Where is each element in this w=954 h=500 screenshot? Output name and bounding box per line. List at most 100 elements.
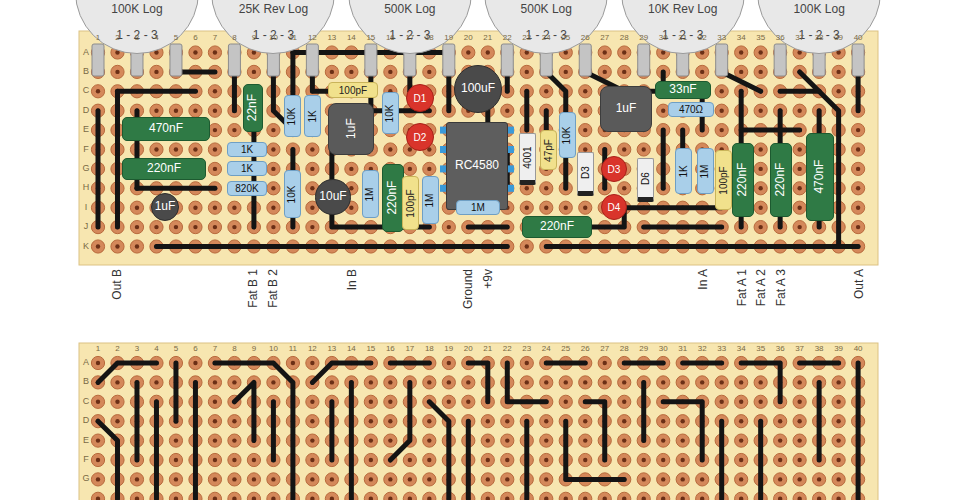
column-number: 38 — [815, 345, 824, 354]
drill-hole — [700, 70, 704, 74]
copper-pad — [774, 415, 787, 428]
jumper-wire — [429, 402, 448, 499]
drill-hole — [739, 380, 743, 384]
drill-hole — [661, 458, 665, 462]
component-value: 470Ω — [679, 104, 703, 115]
drill-hole — [622, 497, 626, 500]
drill-hole — [797, 109, 801, 113]
copper-pad — [540, 182, 553, 195]
column-number: 4 — [154, 34, 158, 43]
ceramic-capacitor: 100pF — [402, 176, 419, 230]
copper-pad — [774, 434, 787, 447]
drill-hole — [447, 380, 451, 384]
copper-pad — [130, 221, 143, 234]
copper-pad — [559, 395, 572, 408]
drill-hole — [388, 419, 392, 423]
drill-hole — [154, 109, 158, 113]
film-capacitor: 470nF — [122, 117, 210, 141]
drill-hole — [252, 497, 256, 500]
copper-pad — [345, 162, 358, 175]
pads — [91, 46, 864, 500]
ceramic-capacitor: 100pF — [715, 150, 732, 210]
led: D1 — [406, 84, 434, 112]
copper-pad — [208, 143, 221, 156]
copper-pad — [735, 395, 748, 408]
drill-hole — [135, 225, 139, 229]
copper-pad — [384, 434, 397, 447]
drill-hole — [739, 477, 743, 481]
copper-pad — [228, 434, 241, 447]
drill-hole — [232, 497, 236, 500]
drill-hole — [856, 186, 860, 190]
drill-hole — [115, 400, 119, 404]
drill-hole — [758, 206, 762, 210]
drill-hole — [252, 477, 256, 481]
column-number: 6 — [193, 345, 197, 354]
film-capacitor: 220nF — [770, 143, 792, 217]
drill-hole — [271, 167, 275, 171]
drill-hole — [797, 400, 801, 404]
copper-pad — [715, 376, 728, 389]
drill-hole — [836, 497, 840, 500]
drill-hole — [700, 497, 704, 500]
column-number: 20 — [464, 34, 473, 43]
drill-hole — [427, 458, 431, 462]
column-number: 33 — [717, 34, 726, 43]
copper-pad — [267, 201, 280, 214]
copper-pad — [793, 143, 806, 156]
jumper-wire — [507, 363, 546, 402]
copper-pad — [579, 376, 592, 389]
drill-hole — [836, 400, 840, 404]
drill-hole — [622, 147, 626, 151]
column-number: 17 — [405, 345, 414, 354]
drill-hole — [758, 225, 762, 229]
drill-hole — [603, 380, 607, 384]
drill-hole — [681, 438, 685, 442]
drill-hole — [135, 477, 139, 481]
drill-hole — [505, 477, 509, 481]
column-number: 32 — [698, 34, 707, 43]
jumper-wire — [663, 402, 702, 460]
component-value: 100uF — [461, 82, 495, 95]
drill-hole — [271, 477, 275, 481]
jumper-wire — [524, 421, 529, 499]
copper-pad — [735, 434, 748, 447]
column-number: 30 — [659, 34, 668, 43]
board — [79, 31, 878, 265]
copper-pad — [267, 162, 280, 175]
jumper-wire — [468, 363, 487, 402]
copper-pad — [306, 162, 319, 175]
component-value: 220nF — [736, 163, 749, 197]
drill-hole — [836, 89, 840, 93]
copper-pad — [735, 492, 748, 500]
drill-hole — [193, 109, 197, 113]
copper-pad — [793, 104, 806, 117]
copper-pad — [637, 473, 650, 486]
drill-hole — [310, 361, 314, 365]
copper-pad — [735, 415, 748, 428]
jumper-wire — [234, 382, 253, 440]
copper-pad — [657, 376, 670, 389]
copper-pad — [696, 65, 709, 78]
copper-pad — [793, 221, 806, 234]
drill-hole — [622, 458, 626, 462]
copper-pad — [676, 376, 689, 389]
column-number: 24 — [542, 34, 551, 43]
copper-pad — [91, 492, 104, 500]
copper-pad — [169, 104, 182, 117]
column-number: 9 — [252, 345, 256, 354]
copper-pad — [91, 473, 104, 486]
row-letter: G — [82, 164, 89, 174]
drill-hole — [603, 70, 607, 74]
drill-hole — [349, 70, 353, 74]
drill-hole — [466, 400, 470, 404]
component-value: 1uF — [616, 102, 637, 115]
drill-hole — [583, 206, 587, 210]
jumper-wire — [661, 130, 666, 188]
copper-pad — [208, 453, 221, 466]
copper-pad — [618, 415, 631, 428]
drill-hole — [681, 458, 685, 462]
film-capacitor: 220nF — [732, 143, 754, 217]
copper-pad — [793, 162, 806, 175]
jumper-wire — [683, 361, 722, 366]
